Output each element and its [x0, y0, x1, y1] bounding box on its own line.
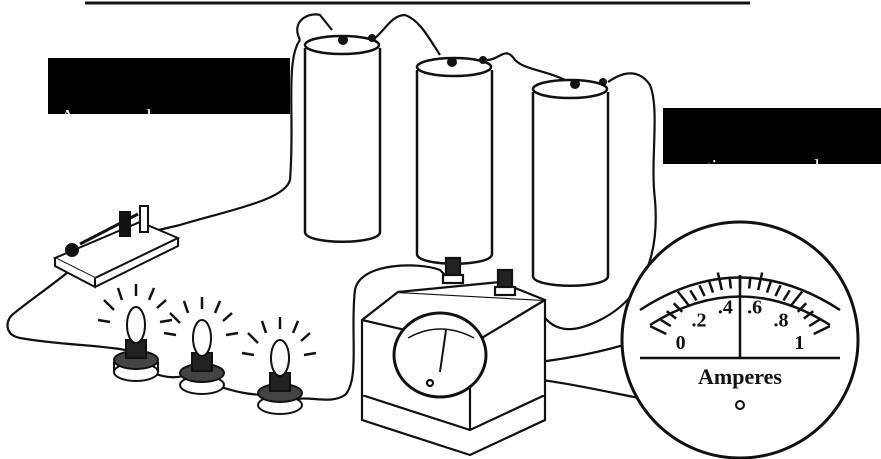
meter-unit-label: Amperes: [698, 364, 782, 389]
meter-zero-adjust-screw: [736, 401, 744, 409]
caption-right-line-1: . . gives normal: [675, 156, 881, 178]
cell-1-terminal-neg: [338, 35, 348, 45]
meter-scale-label: .8: [773, 309, 788, 331]
meter-scale-label: .2: [692, 309, 707, 331]
cell-2-terminal-neg: [447, 57, 457, 67]
cell-3-terminal-pos: [599, 78, 607, 86]
cell-3-terminal-neg: [570, 79, 580, 89]
meter-scale-tick: [749, 277, 750, 289]
light-bulb-2: [164, 297, 238, 394]
battery-cell-3: [533, 78, 608, 286]
caption-left-line-2: circuit . . . . .: [60, 172, 280, 194]
meter-scale-tick: [730, 277, 731, 289]
wire-cell2-to-cell3: [487, 53, 565, 80]
meter-scale-label: .4: [718, 297, 733, 319]
caption-right-line-2: current: [675, 222, 881, 244]
battery-cell-1: [305, 34, 380, 242]
cell-1-terminal-pos: [368, 34, 376, 42]
meter-scale-label: 0: [676, 332, 686, 354]
ammeter: [362, 258, 545, 455]
meter-scale-label: 1: [794, 332, 804, 354]
ammeter-dial: [394, 313, 486, 397]
caption-normal-current: . . gives normal current: [663, 108, 881, 164]
caption-left-line-1: A normal: [60, 106, 280, 128]
meter-scale-label: .6: [747, 297, 762, 319]
caption-normal-circuit: A normal circuit . . . . .: [48, 58, 290, 114]
battery-cell-2: [417, 56, 492, 264]
wire-switch-to-bulbs: [7, 262, 125, 350]
light-bulb-1: [98, 284, 172, 381]
cell-2-terminal-pos: [479, 56, 487, 64]
knife-switch: [55, 206, 178, 287]
wire-cell1-to-cell2: [375, 15, 440, 55]
